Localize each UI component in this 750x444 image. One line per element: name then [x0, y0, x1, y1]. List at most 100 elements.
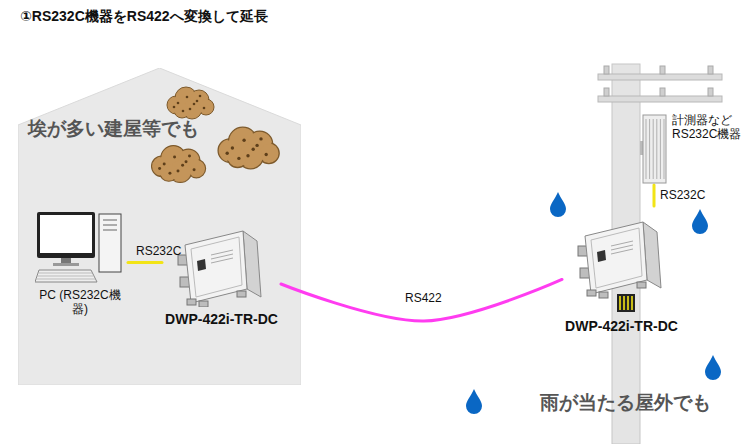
dust-speck: [203, 107, 206, 110]
dust-blob-fill: [188, 161, 204, 177]
dust-blob-fill: [229, 148, 247, 166]
converter-illustration: [178, 231, 261, 307]
dust-speck: [252, 148, 255, 151]
insulator: [604, 88, 609, 96]
dust-speck: [181, 164, 184, 167]
housing-front: [185, 231, 247, 303]
dust-speck: [193, 103, 196, 106]
model-tag: [597, 250, 606, 262]
housing-print: [611, 249, 633, 254]
meter-fin: [653, 119, 654, 179]
rain-drop: [692, 209, 708, 234]
dust-speck: [185, 160, 188, 163]
meter-fin: [656, 119, 657, 179]
insulator: [604, 66, 609, 74]
dust-speck: [259, 137, 262, 140]
dust-speck: [177, 169, 180, 172]
signal-label: RS232C: [660, 188, 705, 202]
model-tag: [197, 259, 206, 271]
housing-print: [211, 258, 233, 263]
dust-blob-fill: [260, 144, 278, 162]
dust-speck: [168, 172, 171, 175]
device-icon: [35, 212, 125, 284]
dust-speck: [173, 106, 176, 109]
dust-speck: [188, 154, 191, 157]
label-wrap: DWP-422i-TR-DC: [565, 318, 678, 335]
pc-illustration: [35, 212, 121, 282]
rain-drop: [550, 192, 566, 217]
cable-gland: [587, 290, 596, 296]
insulator: [708, 66, 713, 74]
label-wrap: DWP-422i-TR-DC: [165, 311, 278, 328]
label-wrap: PC (RS232C機器): [36, 288, 124, 317]
converter-node: DWP-422i-TR-DC: [162, 215, 281, 330]
meter-fin: [649, 119, 650, 179]
housing-lid: [191, 237, 242, 297]
housing-front: [585, 222, 647, 294]
cross-arm: [598, 96, 722, 102]
cable-connector: [281, 279, 562, 321]
meter-illustration: [640, 115, 666, 183]
tower-slot: [103, 230, 117, 231]
pc-screen: [40, 215, 92, 253]
signal-label: RS422: [405, 291, 442, 305]
pc-tower: [99, 214, 121, 272]
cable-gland: [187, 299, 196, 305]
dust-speck: [173, 156, 176, 159]
dust-blob-fill: [199, 100, 213, 114]
meter-housing: [643, 115, 666, 183]
insulator: [708, 88, 713, 96]
pc-monitor: [37, 212, 95, 258]
cable-gland: [199, 301, 208, 307]
device-icon: [577, 206, 667, 314]
insulator: [660, 88, 665, 96]
keyboard-row: [38, 276, 94, 277]
cable-connector: [128, 261, 162, 264]
dust-speck: [255, 144, 258, 147]
converter-node: DWP-422i-TR-DC: [562, 206, 681, 337]
building-shape: [18, 68, 301, 385]
device-label: DWP-422i-TR-DC: [565, 318, 678, 335]
terminal-pin: [623, 296, 625, 310]
dust-speck: [242, 139, 245, 142]
terminal-pin: [627, 296, 629, 310]
pc-base: [53, 263, 79, 266]
pc-node: PC (RS232C機器): [32, 212, 128, 319]
dust-speck: [199, 95, 202, 98]
cable-gland: [637, 282, 646, 288]
meter-fin: [664, 119, 665, 179]
keyboard-row: [39, 273, 92, 274]
converter-illustration: [578, 222, 661, 312]
cross-arm: [598, 74, 722, 80]
dust-speck: [193, 168, 196, 171]
dust-speck: [177, 102, 180, 105]
cable-connector: [653, 185, 656, 206]
tower-slot: [103, 225, 117, 226]
region-caption: 埃が多い建屋等でも: [28, 118, 199, 141]
dust-speck: [182, 110, 185, 113]
terminal-block: [617, 294, 635, 312]
dust-speck: [226, 152, 229, 155]
meter-fin: [646, 119, 647, 179]
dust-speck: [265, 153, 268, 156]
label-wrap: 計測器など RS232C機器: [672, 113, 746, 142]
instrument-node: 計測器など RS232C機器: [640, 113, 748, 185]
dust-blob-fill: [161, 164, 177, 180]
dust-speck: [186, 96, 189, 99]
device-label: DWP-422i-TR-DC: [165, 311, 278, 328]
keyboard-row: [36, 279, 95, 280]
dust-speck: [246, 154, 249, 157]
dust-speck: [189, 108, 192, 111]
building-region: 埃が多い建屋等でも PC (RS232C機器) DWP-422i-TR-DC: [18, 68, 301, 385]
cable-gland: [599, 292, 608, 298]
terminal-pin: [631, 296, 633, 310]
device-icon: [177, 215, 267, 307]
dust-speck: [196, 100, 199, 103]
signal-label: RS232C: [136, 244, 181, 258]
rain-drop: [466, 389, 482, 414]
caption-label: 雨が当たる屋外でも: [540, 392, 711, 415]
diagram-title: ①RS232C機器をRS422へ変換して延長: [20, 8, 268, 25]
cable-gland: [237, 291, 246, 297]
